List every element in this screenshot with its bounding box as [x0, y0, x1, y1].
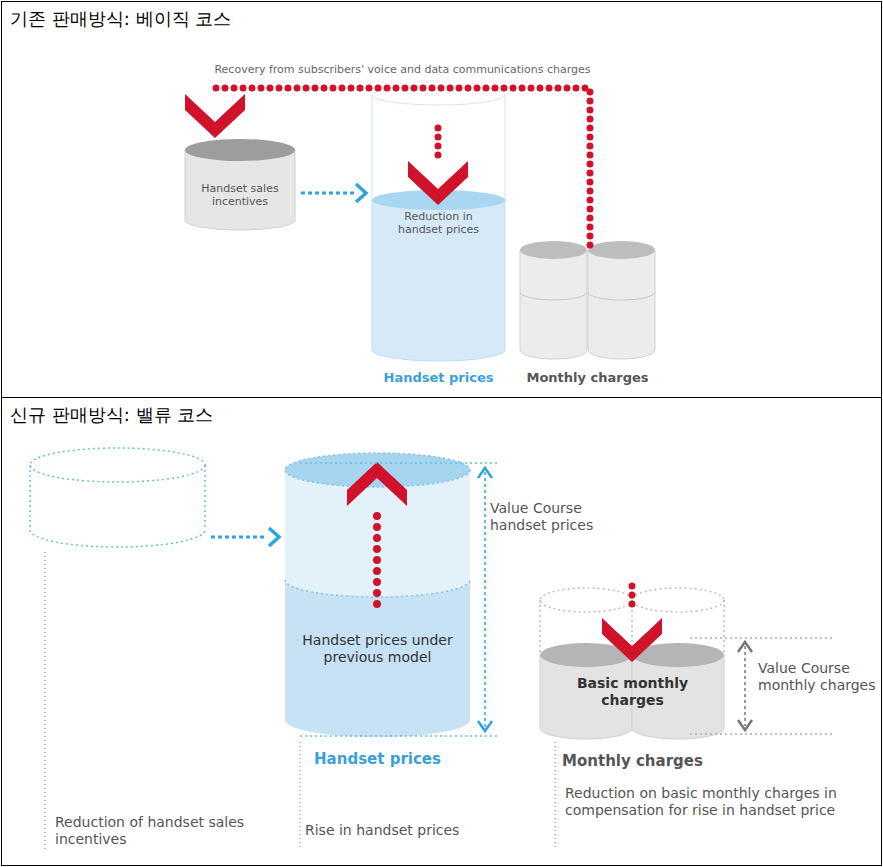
incentive-cylinder — [185, 139, 295, 230]
panel-heading: 기존 판매방식: 베이직 코스 — [10, 8, 610, 30]
rise-arrow — [347, 462, 407, 604]
incentive-cylinder-node: Handset sales incentives — [185, 140, 295, 230]
value-handset-cylinder — [285, 453, 470, 737]
leader-line — [555, 742, 556, 850]
handset-price-node: Reduction in handset pricesHandset price… — [372, 88, 505, 360]
monthly-charges-node: Monthly charges — [520, 245, 655, 360]
flow-arrow — [211, 528, 279, 546]
cylinder-text: Reduction in handset prices — [382, 210, 495, 236]
edge-label: Recovery from subscribers' voice and dat… — [212, 63, 592, 76]
course-panel: 신규 판매방식: 밸류 코스 Reduction of handset sales… — [1, 397, 882, 866]
reduction-arrow — [408, 128, 468, 205]
monthly-charges-node: Basic monthly chargesMonthly chargesRedu… — [540, 588, 725, 738]
dimension-label: Value Course handset prices — [490, 500, 630, 534]
cylinder-text: Reduction of handset sales incentives — [55, 814, 265, 848]
dimension-label: Value Course monthly charges — [758, 660, 878, 694]
handset-price-cylinder — [372, 85, 505, 361]
monthly-reduction-arrow — [602, 586, 662, 662]
empty-incentive-cylinder — [30, 448, 205, 547]
course-panel: 기존 판매방식: 베이직 코스Handset sales incentivesR… — [1, 1, 882, 398]
cylinder-text: Handset prices — [362, 370, 515, 386]
cylinder-text: Monthly charges — [530, 752, 735, 770]
handset-dimension — [300, 463, 500, 736]
flow-arrow — [185, 88, 590, 245]
handset-price-node: Handset prices under previous modelHands… — [285, 455, 470, 737]
cylinder-text: Handset prices — [280, 750, 475, 768]
panel-heading: 신규 판매방식: 밸류 코스 — [10, 404, 610, 426]
incentive-cylinder-node: Reduction of handset sales incentives — [30, 448, 205, 548]
flow-arrow — [301, 184, 366, 202]
cylinder-text: Monthly charges — [510, 370, 665, 386]
leader-line — [300, 742, 301, 850]
cylinder-text: Reduction on basic monthly charges in co… — [565, 785, 850, 819]
cylinder-text: Basic monthly charges — [570, 675, 695, 709]
cylinder-text: Handset sales incentives — [190, 182, 290, 208]
monthly-cylinders — [520, 241, 655, 359]
cylinder-text: Rise in handset prices — [305, 822, 495, 839]
leader-line — [45, 552, 46, 850]
cylinder-text: Handset prices under previous model — [300, 632, 455, 666]
